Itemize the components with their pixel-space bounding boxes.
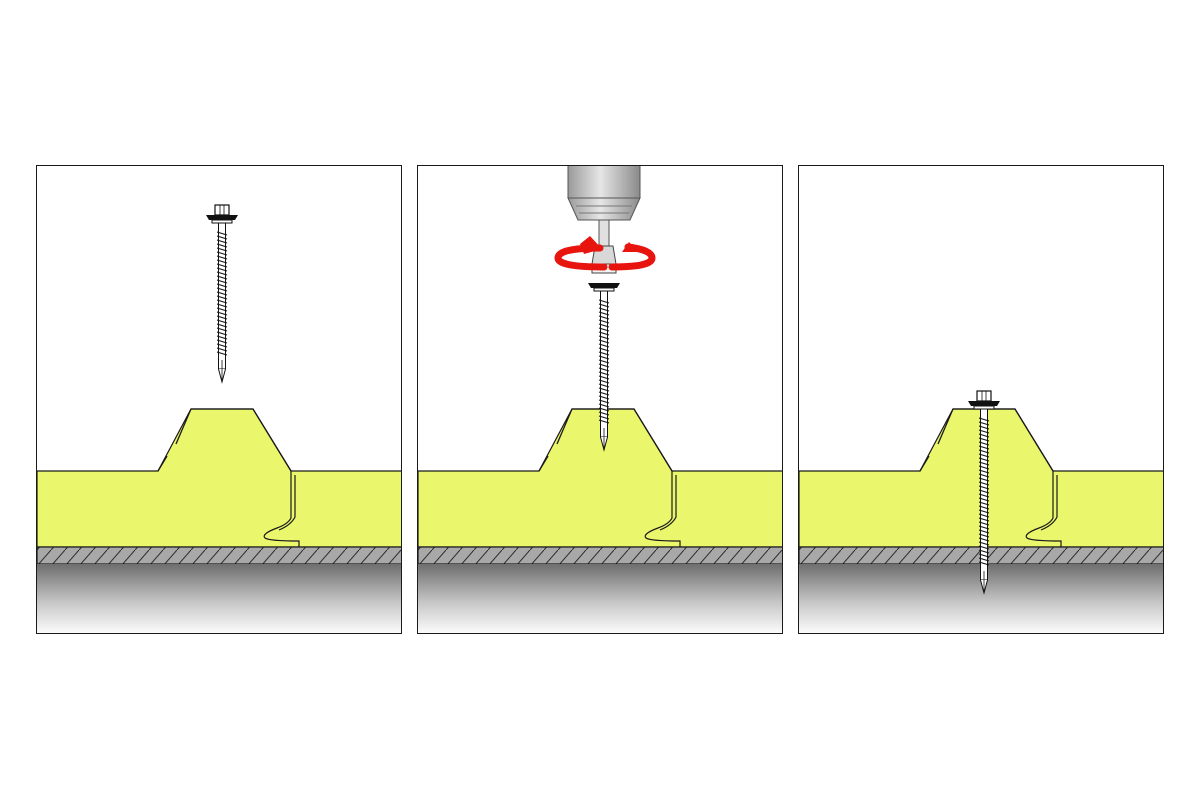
step-2-illustration <box>418 166 782 633</box>
rotation-arrow-icon <box>554 236 656 271</box>
side-lap-joint <box>1025 471 1062 547</box>
steel-support <box>37 564 401 633</box>
step-1-illustration <box>37 204 401 633</box>
step-2-panel <box>417 165 783 634</box>
step-3-illustration <box>799 390 1163 633</box>
purlin-flange <box>418 546 782 565</box>
side-lap-joint <box>644 471 681 547</box>
self-drilling-screw <box>588 283 620 452</box>
drill-icon <box>567 166 641 274</box>
steel-support <box>418 564 782 633</box>
metal-skin <box>157 408 292 472</box>
step-1-panel <box>36 165 402 634</box>
side-lap-joint <box>263 471 300 547</box>
self-drilling-screw <box>206 204 238 384</box>
purlin-flange <box>37 546 401 565</box>
self-drilling-screw <box>968 390 1000 595</box>
step-3-panel <box>798 165 1164 634</box>
insulation-core <box>37 408 401 548</box>
